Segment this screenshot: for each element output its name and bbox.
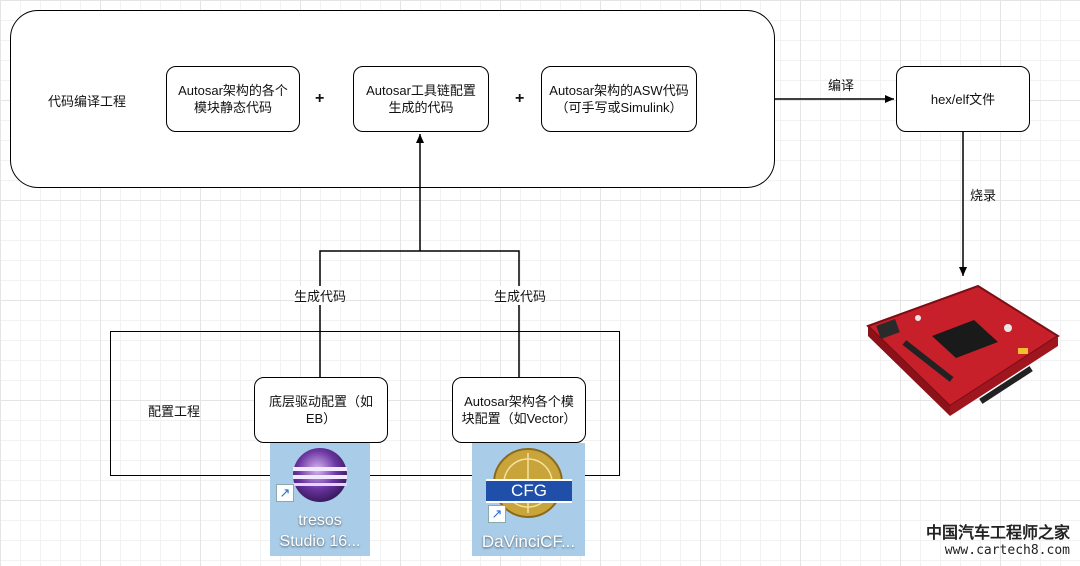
watermark: 中国汽车工程师之家 www.cartech8.com [926, 519, 1070, 558]
ecu-board-image [866, 284, 1060, 416]
tresos-caption-line1: tresos [298, 512, 342, 529]
generate-edge-label-right: 生成代码 [494, 286, 547, 305]
config-project-label: 配置工程 [148, 404, 201, 419]
generate-edge-label-left: 生成代码 [294, 286, 347, 305]
eb-config-box: 底层驱动配置（如EB） [254, 377, 388, 443]
shortcut-arrow-icon: ↗ [276, 484, 294, 502]
compile-project-label: 代码编译工程 [48, 94, 127, 109]
watermark-line1: 中国汽车工程师之家 [925, 525, 1070, 542]
vector-config-box: Autosar架构各个模块配置（如Vector） [452, 377, 586, 443]
toolchain-code-box: Autosar工具链配置生成的代码 [353, 66, 489, 132]
tresos-logo-icon [293, 448, 347, 502]
flash-edge-label: 烧录 [970, 188, 997, 203]
davinci-cfg-icon-tile[interactable]: CFG ↗ DaVinciCF... [472, 443, 585, 556]
watermark-line2: www.cartech8.com [944, 543, 1070, 558]
generate-connector [319, 250, 520, 377]
asw-code-box: Autosar架构的ASW代码（可手写或Simulink） [541, 66, 697, 132]
tresos-studio-icon-tile[interactable]: ↗ tresos Studio 16... [270, 443, 370, 556]
shortcut-arrow-icon: ↗ [488, 505, 506, 523]
tresos-caption-line2: Studio 16... [279, 533, 361, 550]
compile-edge-label: 编译 [828, 78, 855, 93]
cfg-badge: CFG [486, 479, 572, 503]
plus-sign: + [515, 90, 525, 107]
hex-elf-box: hex/elf文件 [896, 66, 1030, 132]
plus-sign: + [315, 90, 325, 107]
static-code-box: Autosar架构的各个模块静态代码 [166, 66, 300, 132]
davinci-caption: DaVinciCF... [481, 532, 576, 551]
